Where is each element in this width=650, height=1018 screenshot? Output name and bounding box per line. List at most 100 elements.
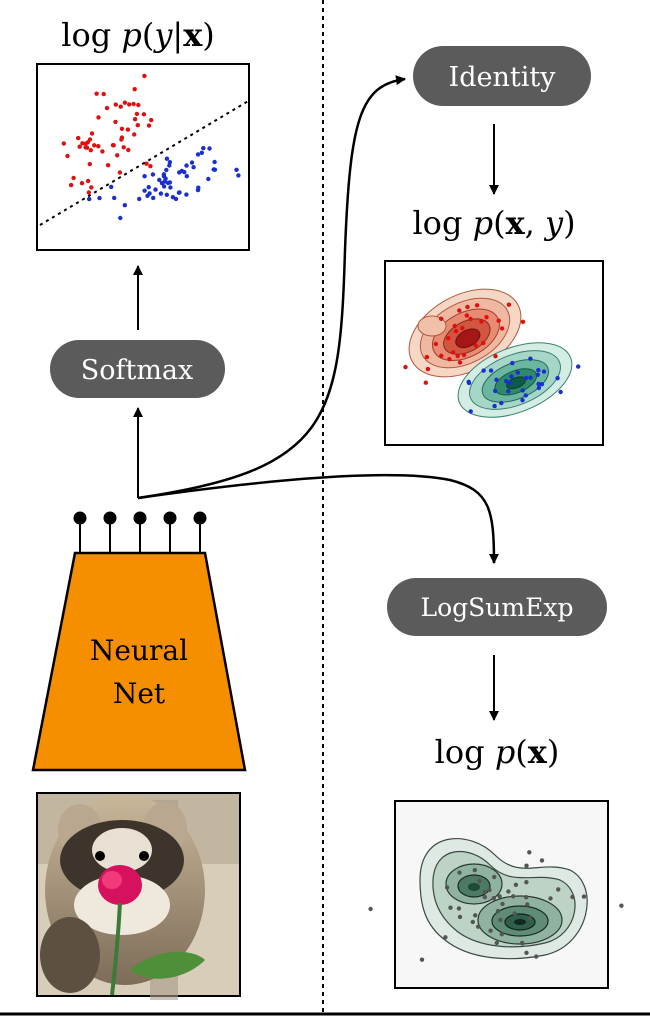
blue-class-point <box>493 388 498 394</box>
red-class-point <box>134 111 140 117</box>
red-class-point <box>149 117 154 123</box>
neural-net-label-line1: Neural <box>90 634 188 667</box>
red-class-point <box>455 353 460 359</box>
network-output-node <box>193 511 207 525</box>
red-class-point <box>465 304 470 310</box>
red-class-point <box>71 175 76 181</box>
title-marginal: log p(x) <box>435 733 560 771</box>
data-point <box>513 882 519 887</box>
data-point <box>498 917 503 923</box>
data-point <box>448 905 453 910</box>
red-class-point <box>92 143 97 148</box>
blue-class-point <box>206 176 211 182</box>
data-point <box>444 885 450 890</box>
blue-class-point <box>466 379 471 384</box>
blue-class-point <box>196 185 201 190</box>
blue-class-point <box>184 192 189 197</box>
data-point <box>419 957 425 962</box>
red-class-point <box>474 303 480 308</box>
blue-class-point <box>161 184 167 189</box>
red-class-point <box>457 360 463 365</box>
red-class-point <box>118 104 123 109</box>
blue-class-point <box>109 184 114 190</box>
data-point <box>470 919 475 925</box>
blue-class-point <box>159 181 165 186</box>
red-class-point <box>468 316 473 322</box>
data-point <box>491 896 496 901</box>
data-point <box>548 896 553 901</box>
red-class-point <box>452 323 457 329</box>
blue-class-point <box>555 376 560 381</box>
red-class-point <box>461 352 467 358</box>
red-class-point <box>84 145 90 150</box>
blue-class-point <box>236 173 241 178</box>
red-class-point <box>506 302 512 307</box>
blue-class-point <box>164 167 169 173</box>
network-outputs <box>73 511 207 554</box>
network-output-node <box>103 511 117 525</box>
arrow-net-to-logsumexp <box>137 473 499 564</box>
blue-class-point <box>528 375 533 380</box>
red-class-point <box>126 147 131 153</box>
data-point <box>556 887 561 892</box>
red-class-point <box>460 325 465 331</box>
data-point <box>497 894 502 899</box>
blue-class-point <box>150 172 156 177</box>
blue-class-point <box>146 185 151 190</box>
red-class-point <box>61 141 66 146</box>
data-point <box>581 894 587 899</box>
blue-class-point <box>510 360 515 366</box>
data-point <box>495 908 501 914</box>
red-class-point <box>96 144 101 149</box>
data-point <box>457 914 463 920</box>
data-point <box>524 863 529 868</box>
blue-class-point <box>118 215 123 221</box>
red-class-point <box>77 144 82 149</box>
red-class-point <box>132 117 138 122</box>
data-point <box>473 913 478 918</box>
blue-class-point <box>163 176 168 181</box>
blue-class-point <box>199 150 204 155</box>
blue-class-point <box>558 389 563 395</box>
title-joint: log p(x, y) <box>412 204 575 242</box>
data-point <box>482 894 487 900</box>
blue-class-point <box>157 177 162 183</box>
red-class-point <box>86 190 92 195</box>
marginal-density-plot <box>368 800 624 989</box>
red-class-point <box>457 308 462 313</box>
blue-class-point <box>234 167 239 172</box>
decision-boundary <box>39 99 251 226</box>
blue-class-point <box>167 163 172 168</box>
blue-class-point <box>528 356 533 361</box>
neural-net-label-line2: Net <box>113 677 166 710</box>
identity-node: Identity <box>413 46 591 106</box>
neural-net-block: Neural Net <box>31 551 247 772</box>
red-class-point <box>433 341 438 347</box>
blue-class-point <box>122 203 128 208</box>
blue-class-point <box>168 185 173 190</box>
arrow-net-to-identity <box>137 75 406 500</box>
red-class-point <box>425 366 431 372</box>
red-class-point <box>148 164 153 169</box>
blue-class-point <box>536 381 541 387</box>
blue-class-point <box>492 403 497 409</box>
red-class-point <box>424 354 430 360</box>
blue-class-point <box>494 377 499 382</box>
blue-class-point <box>520 388 525 393</box>
blue-class-point <box>97 195 102 201</box>
data-point <box>368 906 373 912</box>
data-point <box>488 928 493 933</box>
data-point <box>534 954 539 959</box>
data-point <box>527 916 532 921</box>
red-class-point <box>451 350 456 355</box>
red-class-point <box>453 329 459 334</box>
red-class-point <box>142 73 147 79</box>
blue-class-point <box>523 375 529 381</box>
data-point <box>477 878 482 884</box>
blue-class-point <box>504 379 509 384</box>
network-output-node <box>133 511 147 525</box>
red-class-point <box>88 148 94 153</box>
blue-class-point <box>201 145 206 151</box>
logsumexp-label: LogSumExp <box>421 593 574 622</box>
